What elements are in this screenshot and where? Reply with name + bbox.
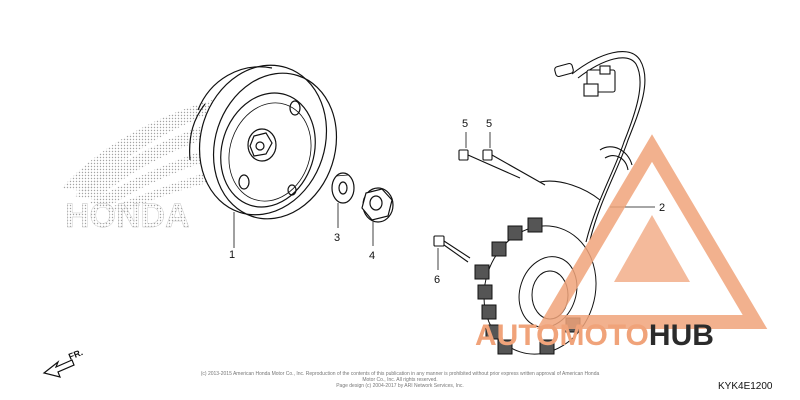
callout-6: 6 — [434, 274, 440, 286]
callout-5a: 5 — [462, 118, 468, 130]
callouts: 1 2 3 4 5 5 6 — [229, 118, 665, 286]
diagram-code: KYK4E1200 — [718, 381, 773, 392]
front-direction-arrow: FR. — [42, 347, 84, 378]
flange-nut — [361, 187, 394, 223]
copyright-line-1: (c) 2013-2015 American Honda Motor Co., … — [200, 371, 600, 383]
watermark-part-auto: AUTO — [475, 319, 559, 352]
callout-3: 3 — [334, 232, 340, 244]
washer — [331, 172, 355, 204]
bolt-lower — [433, 235, 471, 263]
bolt-upper-a — [458, 149, 521, 179]
copyright-notice: (c) 2013-2015 American Honda Motor Co., … — [200, 371, 600, 389]
callout-4: 4 — [369, 250, 375, 262]
background-logo-text: HONDA — [65, 197, 190, 235]
callout-5b: 5 — [486, 118, 492, 130]
bolt-upper-b — [482, 149, 546, 186]
honda-wing-logo: HONDA — [62, 100, 224, 235]
callout-1: 1 — [229, 249, 235, 261]
flywheel — [189, 64, 338, 220]
svg-text:AUTOMOTOHUB: AUTOMOTOHUB — [475, 319, 714, 352]
direction-label: FR. — [67, 347, 84, 362]
callout-2: 2 — [659, 202, 665, 214]
wiring-harness — [539, 51, 646, 243]
watermark-part-hub: HUB — [649, 319, 714, 352]
watermark-part-moto: MOTO — [559, 319, 648, 352]
copyright-line-2: Page design (c) 2004-2017 by ARI Network… — [336, 383, 464, 389]
watermark-logo: AUTOMOTOHUB — [475, 134, 768, 352]
